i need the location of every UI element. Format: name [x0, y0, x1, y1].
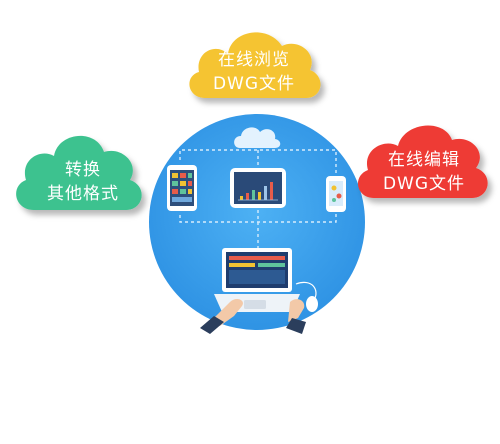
tablet-icon: [167, 165, 197, 211]
cloud-right-line1: 在线编辑: [388, 150, 460, 170]
hands-icon: [200, 299, 306, 334]
monitor-icon: [230, 168, 286, 208]
cloud-top-line1: 在线浏览: [218, 50, 290, 70]
cloud-right-line2: DWG文件: [382, 174, 466, 194]
cloud-left-label: 转换 其他格式: [26, 158, 140, 206]
cloud-icon: [234, 127, 281, 148]
cloud-left: [16, 135, 142, 210]
cloud-top-line2: DWG文件: [212, 74, 296, 94]
laptop-icon: [214, 248, 300, 312]
cloud-right-label: 在线编辑 DWG文件: [366, 148, 482, 196]
network-lines: [179, 149, 337, 255]
cloud-right: [357, 125, 488, 198]
phone-icon: [326, 176, 346, 212]
mouse-icon: [295, 281, 318, 312]
cloud-left-line2: 其他格式: [47, 184, 119, 204]
cloud-top: [189, 32, 321, 98]
cloud-left-line1: 转换: [65, 160, 101, 180]
cloud-top-label: 在线浏览 DWG文件: [196, 48, 312, 96]
